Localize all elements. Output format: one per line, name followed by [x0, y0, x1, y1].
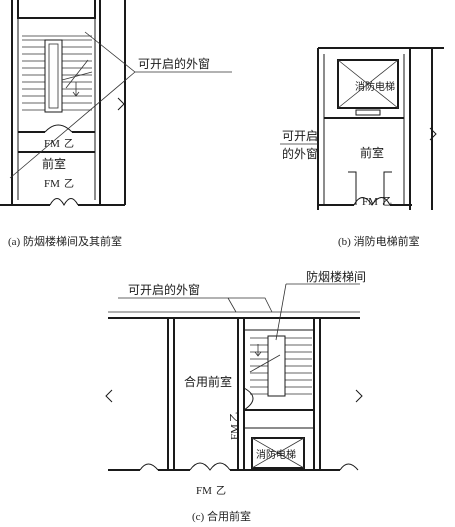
a-break-symbol — [117, 97, 125, 111]
c-door-right — [339, 463, 359, 471]
b-elevator-cross — [337, 59, 399, 109]
c-window-label: 可开启的外窗 — [128, 282, 200, 297]
c-fm-bottom-suffix: 乙 — [216, 485, 226, 497]
c-column-left — [167, 318, 175, 470]
c-window-leader — [118, 297, 273, 313]
b-elevator-label: 消防电梯 — [355, 80, 395, 93]
a-fm-upper: FM — [44, 138, 60, 150]
a-stair-well-inner — [48, 43, 59, 109]
a-stair-breakline — [61, 59, 93, 89]
b-elevator-car — [337, 59, 399, 109]
c-door-left — [139, 463, 159, 471]
a-stair-treads — [22, 35, 92, 111]
c-stair-breakline — [249, 354, 281, 373]
c-caption: (c) 合用前室 — [192, 509, 251, 523]
c-stair-label: 防烟楼梯间 — [306, 269, 366, 284]
c-elevator-car — [251, 437, 305, 469]
b-door-swing — [353, 197, 391, 206]
a-upper-door-swing — [44, 124, 73, 133]
a-caption: (a) 防烟楼梯间及其前室 — [8, 234, 122, 248]
b-door-jambs — [348, 171, 392, 205]
b-window-label-line1: 可开启 — [282, 129, 318, 143]
b-inner-walls — [323, 54, 405, 204]
b-fm-label: FM — [362, 196, 378, 208]
c-stair-well — [267, 335, 286, 397]
c-break-right — [355, 389, 363, 403]
c-stair-leader — [275, 283, 360, 341]
b-window-label-line2: 的外窗 — [282, 146, 318, 161]
a-window-leader-2 — [9, 71, 136, 179]
c-fm-side: FM — [229, 424, 241, 440]
c-fm-side-group: FM 乙 — [229, 412, 241, 440]
a-top-wall — [17, 0, 96, 19]
c-fm-side-suffix: 乙 — [229, 412, 241, 422]
a-fm-upper-suffix: 乙 — [64, 138, 74, 150]
b-break-symbol — [429, 127, 437, 141]
b-anteroom-label: 前室 — [360, 145, 384, 160]
c-break-left — [105, 389, 113, 403]
diagram-b: 消防电梯 可开启 的外窗 前室 FM 乙 (b) 消防电梯前室 — [280, 47, 444, 248]
a-fm-lower-suffix: 乙 — [64, 178, 74, 190]
b-elevator-door — [355, 109, 381, 116]
a-fm-lower: FM — [44, 178, 60, 190]
diagram-c: 可开启的外窗 防烟楼梯间 合用前室 消防电梯 FM 乙 FM 乙 (c) 合用前… — [105, 269, 366, 523]
c-window-leader-2 — [227, 297, 237, 313]
diagram-a: 可开启的外窗 前室 FM 乙 FM 乙 (a) 防烟楼梯间及其前室 — [0, 0, 232, 248]
a-lower-door-swing — [49, 198, 79, 207]
a-stair-well — [44, 39, 63, 113]
c-shared-anteroom-label: 合用前室 — [184, 374, 232, 389]
c-side-door-swing — [243, 387, 254, 411]
c-fm-bottom: FM — [196, 485, 212, 497]
c-stair-treads — [250, 337, 312, 395]
a-stair-arrow — [72, 82, 80, 97]
c-stair-arrow — [254, 344, 262, 357]
a-anteroom-label: 前室 — [42, 156, 66, 171]
a-window-label: 可开启的外窗 — [138, 56, 210, 71]
c-column-right — [313, 318, 321, 470]
c-elevator-cross — [251, 437, 305, 469]
c-column-mid — [237, 318, 245, 470]
b-caption: (b) 消防电梯前室 — [338, 234, 420, 248]
b-fm-suffix: 乙 — [382, 196, 392, 208]
c-door-bottom — [189, 462, 231, 471]
c-elevator-label: 消防电梯 — [256, 448, 296, 461]
